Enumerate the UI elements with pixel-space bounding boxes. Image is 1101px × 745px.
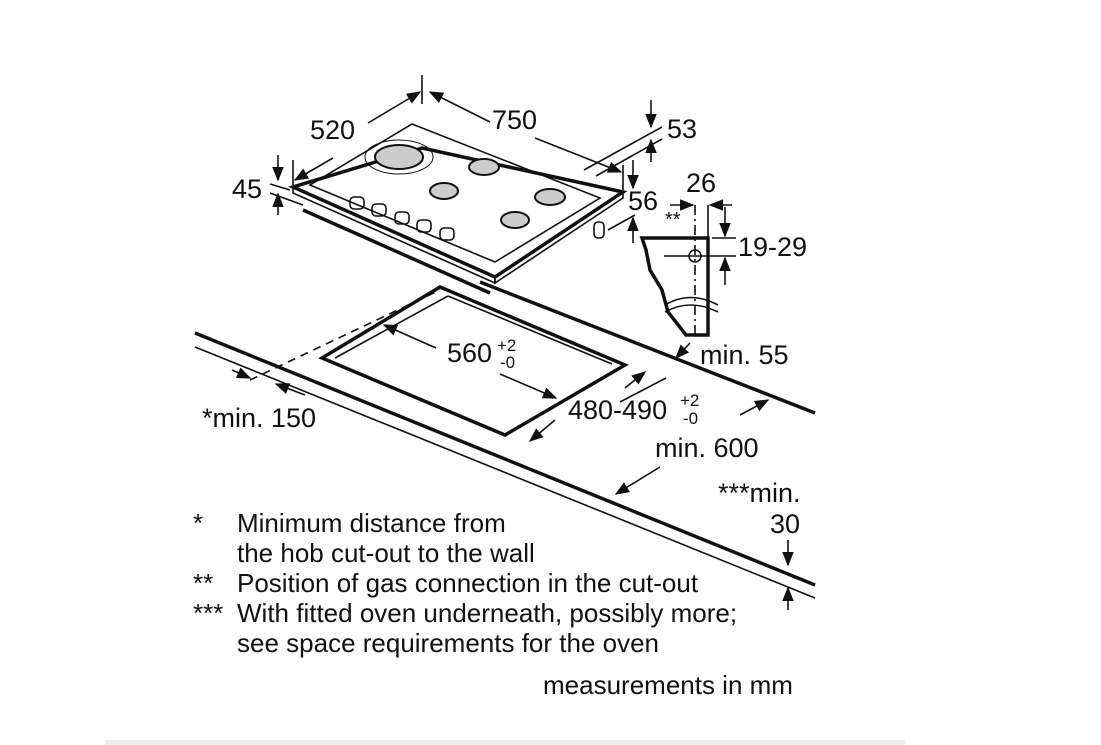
footnote-text: see space requirements for the oven — [237, 628, 660, 658]
min-oven-label-1: ***min. — [718, 478, 801, 508]
footnote: the hob cut-out to the wall — [193, 538, 737, 568]
cutout-width-tol-minus: -0 — [500, 353, 515, 372]
cutout-width-label: 560 — [447, 338, 492, 368]
connection-offset-label: 26 — [686, 168, 716, 198]
footnote: ** Position of gas connection in the cut-… — [193, 568, 737, 598]
footnote-text: the hob cut-out to the wall — [237, 538, 535, 568]
footnote: see space requirements for the oven — [193, 628, 737, 658]
min-back-label: min. 55 — [700, 340, 789, 370]
worktop-depth-label: min. 600 — [655, 433, 759, 463]
footnote-marker: *** — [193, 598, 224, 628]
footnote: *** With fitted oven underneath, possibly… — [193, 598, 737, 628]
cutout-depth-tol-plus: +2 — [680, 391, 699, 410]
height-label: 45 — [232, 174, 262, 204]
gas-connector — [593, 221, 605, 239]
footnote-marker — [193, 538, 237, 568]
cutout-width-tol-plus: +2 — [497, 336, 516, 355]
min-oven-label-2: 30 — [770, 509, 800, 539]
dimension-lines — [231, 75, 794, 610]
footnote-marker — [193, 628, 237, 658]
connection-height-label: 19-29 — [738, 232, 807, 262]
footnote: * Minimum distance from — [193, 508, 737, 538]
gas-connection-detail — [639, 205, 736, 337]
footnote-text: Position of gas connection in the cut-ou… — [237, 568, 699, 598]
footnote-marker: ** — [193, 568, 214, 598]
footnote-marker: * — [193, 508, 204, 538]
burners — [364, 139, 566, 229]
min-wall-label: *min. 150 — [202, 403, 316, 433]
depth-label: 520 — [310, 115, 355, 145]
gas-marker-label: ** — [665, 209, 681, 231]
bottom-divider — [105, 740, 905, 745]
control-knobs — [349, 196, 455, 241]
footnote-text: With fitted oven underneath, possibly mo… — [237, 598, 738, 628]
gas-front-label: 56 — [628, 186, 658, 216]
cutout-depth-label: 480-490 — [568, 395, 667, 425]
cutout-depth-tol-minus: -0 — [683, 409, 698, 428]
gas-height-label: 53 — [667, 114, 697, 144]
units-note: measurements in mm — [543, 670, 793, 700]
width-label: 750 — [492, 105, 537, 135]
footnotes: * Minimum distance from the hob cut-out t… — [193, 508, 737, 658]
hob — [287, 123, 628, 295]
footnote-text: Minimum distance from — [237, 508, 506, 538]
